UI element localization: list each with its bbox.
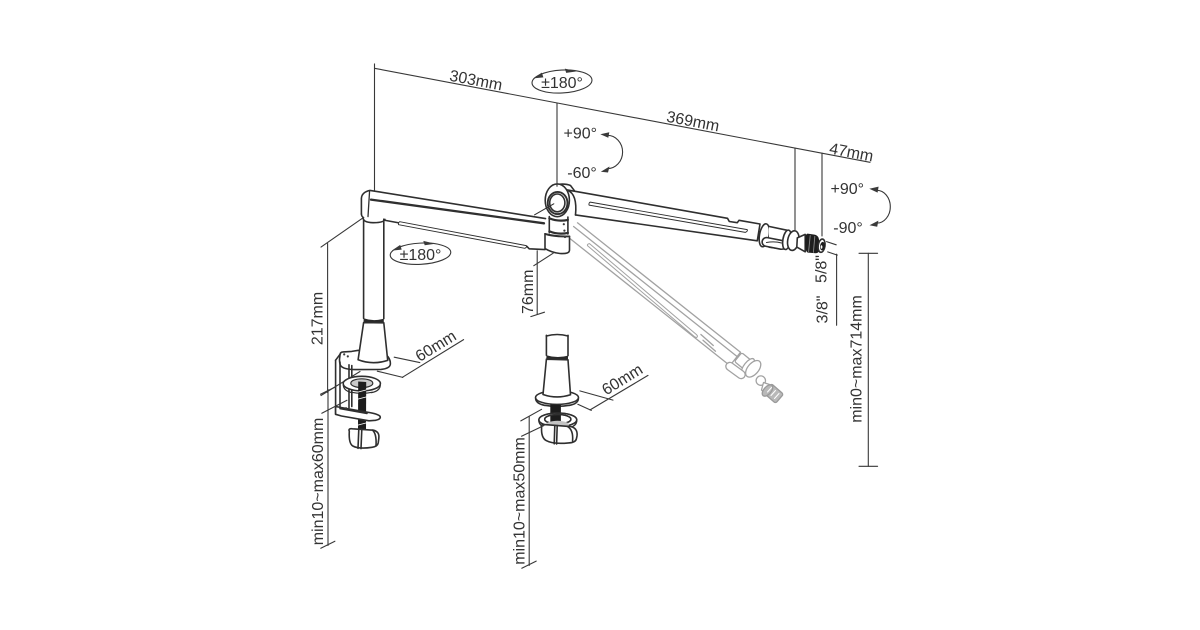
svg-text:+90°: +90° xyxy=(831,181,865,198)
svg-text:+90°: +90° xyxy=(564,126,598,143)
svg-text:76mm: 76mm xyxy=(520,270,537,314)
svg-text:-60°: -60° xyxy=(567,165,597,182)
svg-text:3/8": 3/8" xyxy=(815,296,832,324)
svg-text:min10~max50mm: min10~max50mm xyxy=(512,437,529,565)
svg-text:min10~max60mm: min10~max60mm xyxy=(310,418,327,546)
svg-text:5/8": 5/8" xyxy=(814,255,831,283)
svg-text:±180°: ±180° xyxy=(541,75,583,92)
svg-text:±180°: ±180° xyxy=(400,247,442,264)
svg-text:-90°: -90° xyxy=(833,220,863,237)
svg-text:217mm: 217mm xyxy=(310,292,327,345)
svg-text:min0~max714mm: min0~max714mm xyxy=(849,295,866,423)
